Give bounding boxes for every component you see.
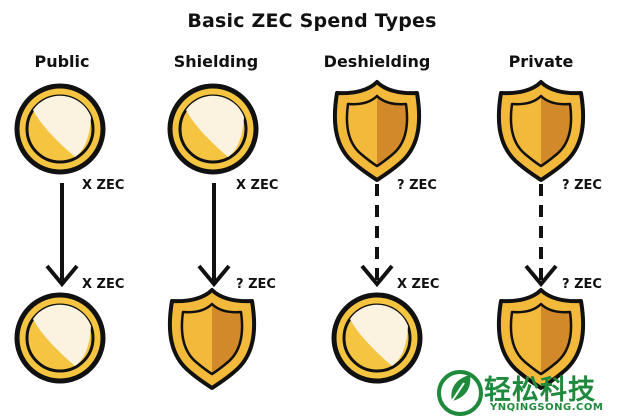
amount-label-public-output: X ZEC [82,277,125,292]
arrow-head-icon [197,264,231,288]
column-header-shielding: Shielding [173,52,259,71]
shield-icon [332,80,422,182]
arrow-head-icon [45,264,79,288]
coin-icon [17,295,103,381]
amount-label-deshielding-input: ? ZEC [397,178,437,193]
column-header-deshielding: Deshielding [323,52,431,71]
arrow-head-icon [360,264,394,288]
watermark-subtext: YNQINGSONG.COM [490,402,604,413]
amount-label-private-output: ? ZEC [562,277,602,292]
amount-label-shielding-input: X ZEC [236,178,279,193]
amount-label-private-input: ? ZEC [562,178,602,193]
column-header-private: Private [508,52,574,71]
column-header-public: Public [34,52,90,71]
arrow-head-icon [524,264,558,288]
amount-label-public-input: X ZEC [82,178,125,193]
coin-icon [334,295,420,381]
watermark-text: 轻松科技 [484,375,596,406]
diagram-title: Basic ZEC Spend Types [187,10,437,32]
shield-icon [496,80,586,182]
shield-icon [167,288,257,390]
amount-label-shielding-output: ? ZEC [236,277,276,292]
leaf-logo-icon [437,370,483,416]
coin-icon [170,86,256,172]
coin-icon [17,86,103,172]
amount-label-deshielding-output: X ZEC [397,277,440,292]
